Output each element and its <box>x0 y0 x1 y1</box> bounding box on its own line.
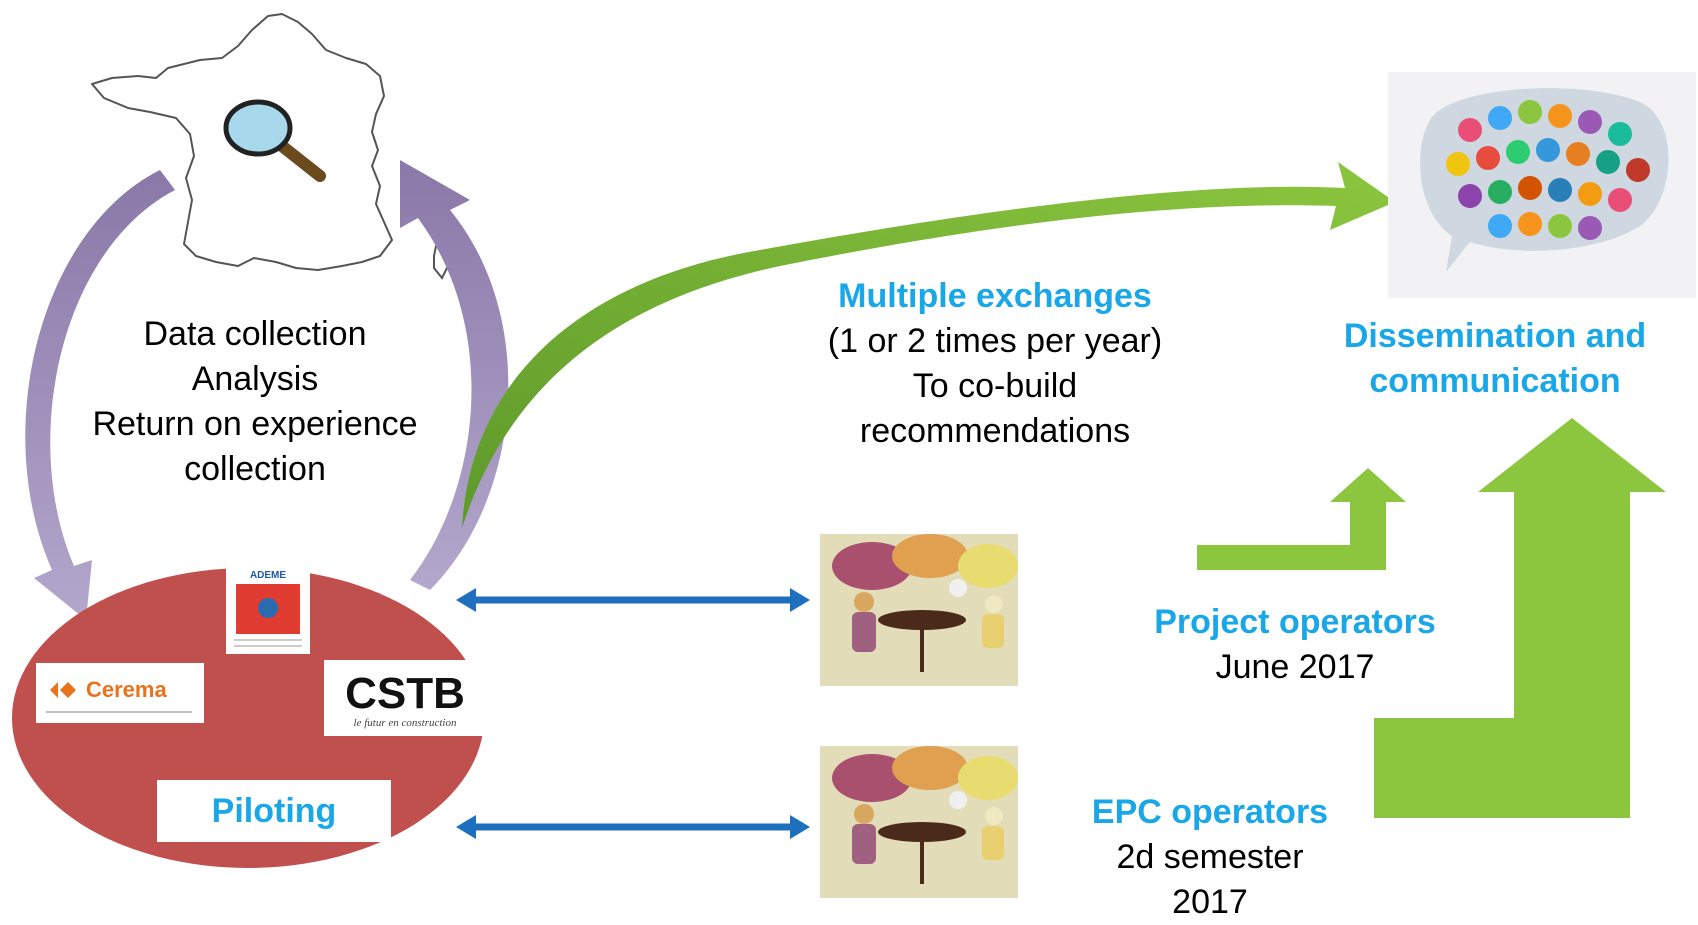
center-text-block: Multiple exchanges (1 or 2 times per yea… <box>790 274 1200 454</box>
center-line-3: recommendations <box>859 412 1131 450</box>
epc-operators-line-1: 2d semester <box>1116 838 1304 876</box>
cstb-logo-text: CSTB <box>345 669 465 718</box>
cstb-logo-tagline: le futur en construction <box>354 717 457 729</box>
project-operators-title: Project operators <box>1154 603 1436 641</box>
dissemination-line-2: communication <box>1369 362 1621 400</box>
left-text-block: Data collection Analysis Return on exper… <box>60 312 450 492</box>
ademe-logo: ADEME <box>226 562 310 654</box>
cerema-logo: Cerema <box>36 663 204 723</box>
left-line-4: collection <box>184 450 326 488</box>
green-step-arrow-small <box>1197 468 1406 570</box>
epc-operators-title: EPC operators <box>1091 793 1329 831</box>
left-line-1: Data collection <box>143 315 367 353</box>
meeting-image-top <box>820 534 1018 686</box>
left-line-3: Return on experience <box>92 405 418 443</box>
center-line-1: (1 or 2 times per year) <box>827 322 1163 360</box>
ademe-logo-text: ADEME <box>250 570 286 581</box>
people-speech-bubble-image <box>1388 72 1696 298</box>
piloting-label: Piloting <box>211 791 337 830</box>
epc-operators-line-2: 2017 <box>1172 883 1248 921</box>
green-step-arrow-large <box>1374 418 1666 818</box>
project-operators-date: June 2017 <box>1215 648 1375 686</box>
blue-double-arrow-bottom <box>456 815 810 839</box>
blue-double-arrow-top <box>456 588 810 612</box>
dissemination-text: Dissemination and communication <box>1310 314 1680 404</box>
purple-arrow-left <box>25 170 175 620</box>
meeting-image-bottom <box>820 746 1018 898</box>
epc-operators-block: EPC operators 2d semester 2017 <box>1040 790 1380 925</box>
left-line-2: Analysis <box>191 360 319 398</box>
cerema-logo-text: Cerema <box>86 677 167 702</box>
magnifier-icon <box>223 99 326 182</box>
dissemination-line-1: Dissemination and <box>1343 317 1647 355</box>
multiple-exchanges-title: Multiple exchanges <box>838 277 1152 315</box>
piloting-label-box: Piloting <box>157 780 391 842</box>
purple-arrow-right <box>400 160 509 590</box>
green-curved-arrow <box>462 162 1395 528</box>
cstb-logo: CSTB le futur en construction <box>324 660 486 736</box>
project-operators-block: Project operators June 2017 <box>1110 600 1480 690</box>
center-line-2: To co-build <box>912 367 1078 405</box>
